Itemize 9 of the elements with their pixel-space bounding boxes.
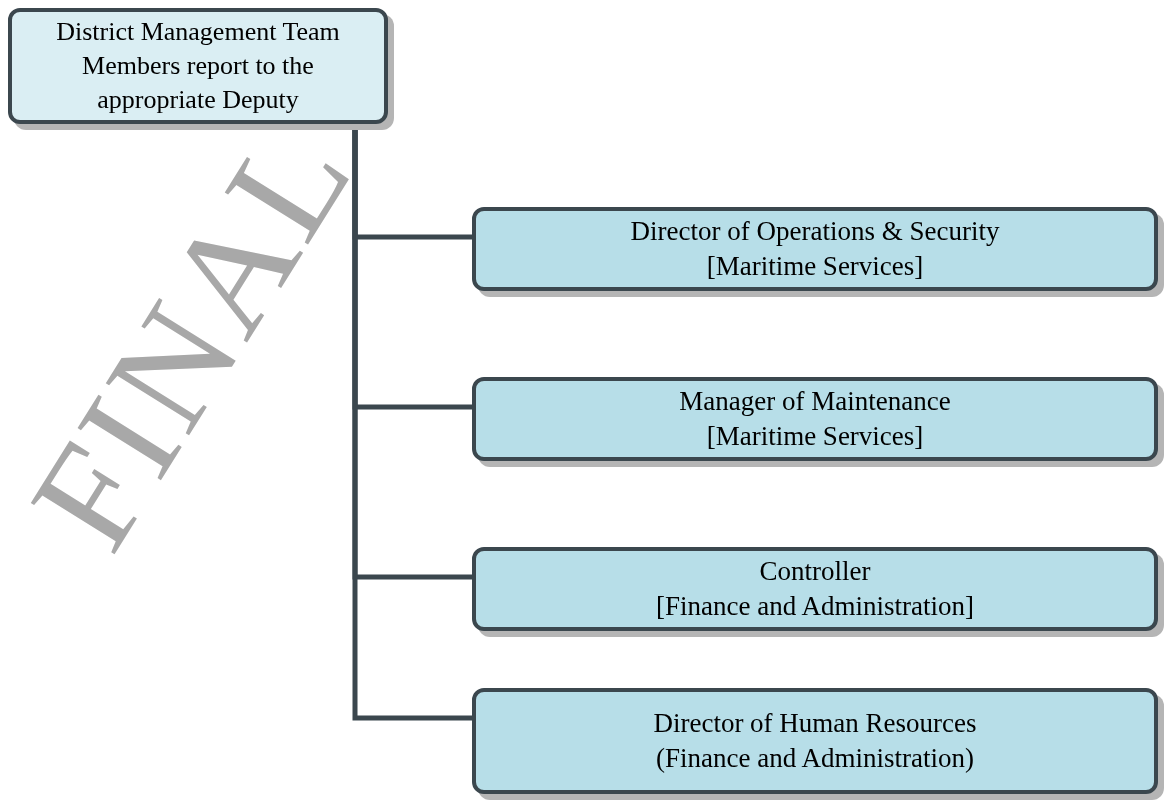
role-text: Director of Operations & Security <box>630 214 1000 248</box>
role-text: Manager of Maintenance <box>679 384 951 418</box>
role-text: [Maritime Services] <box>706 420 924 453</box>
role-text: Director of Human Resources <box>653 706 977 740</box>
role-text: [Maritime Services] <box>706 250 924 283</box>
role-text: District Management Team Members report to the appropriate Deputy <box>55 16 341 116</box>
role-text: Controller <box>759 554 871 588</box>
role-text: [Finance and Administration] <box>656 590 974 623</box>
role-text: (Finance and Administration) <box>656 742 974 775</box>
